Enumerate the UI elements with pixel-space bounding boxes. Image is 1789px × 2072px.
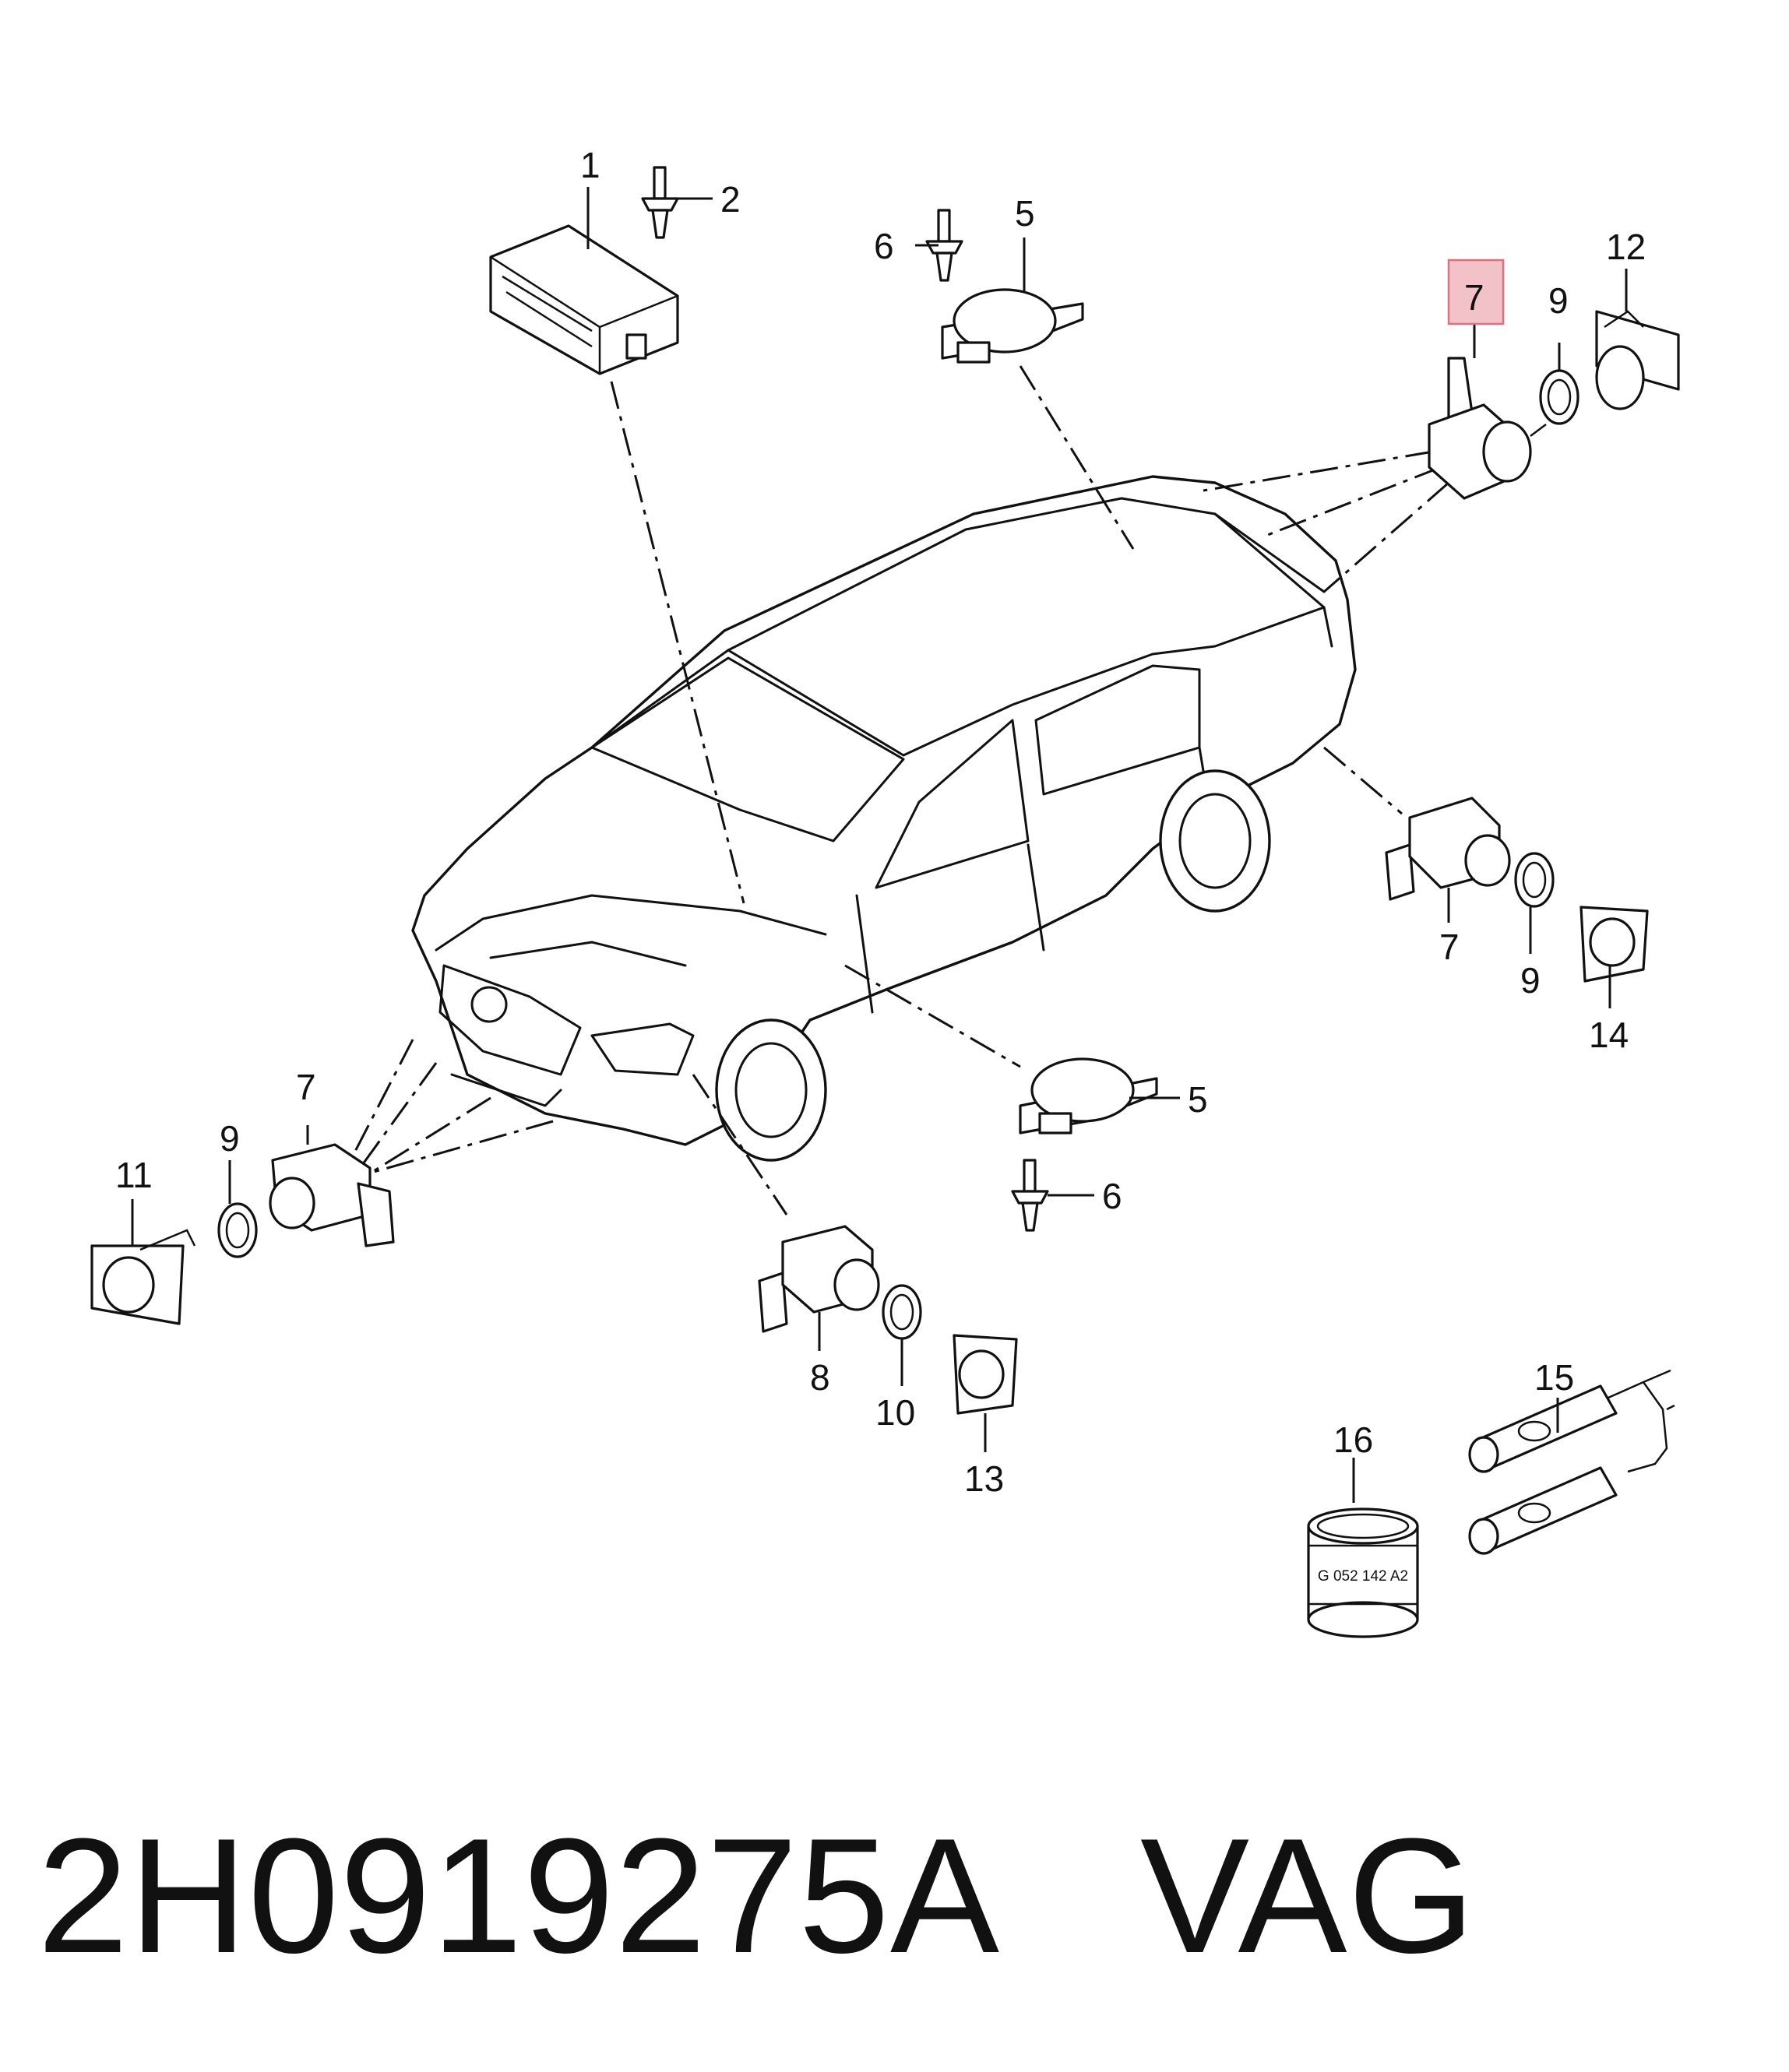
ring-part-10 (882, 1284, 922, 1340)
grease-label: G 052 142 A2 (1318, 1568, 1408, 1585)
clip-part-6-top (925, 209, 963, 282)
callout-6-bottom: 6 (1102, 1176, 1122, 1216)
callout-7-left: 7 (296, 1067, 316, 1107)
ring-part-9-top (1539, 369, 1579, 425)
callout-15: 15 (1534, 1357, 1574, 1398)
callout-5-bottom: 5 (1188, 1079, 1208, 1120)
callout-6-top: 6 (874, 226, 894, 266)
callout-1: 1 (580, 145, 600, 185)
brand-name: VAG (1140, 1804, 1476, 1987)
parking-sensor-left (269, 1143, 395, 1247)
callout-leaders (131, 187, 1628, 1503)
buzzer-part-bottom (1019, 1057, 1158, 1134)
callout-7-right: 7 (1439, 927, 1460, 967)
clip-part-2 (641, 166, 679, 239)
repair-wire-part-15 (1468, 1369, 1675, 1555)
control-unit-part (489, 224, 679, 375)
callout-9-left: 9 (220, 1118, 240, 1159)
callout-8: 8 (810, 1357, 830, 1398)
callout-13: 13 (964, 1458, 1004, 1499)
ring-part-9-left (217, 1202, 258, 1258)
part-number: 2H0919275A (37, 1804, 1001, 1987)
callout-5-top: 5 (1015, 193, 1035, 234)
bracket-part-14 (1579, 906, 1649, 983)
callout-14: 14 (1589, 1015, 1629, 1055)
callout-2: 2 (720, 179, 741, 220)
callout-7-highlight: 7 (1464, 277, 1484, 318)
grease-tin-part-16: G 052 142 A2 (1307, 1507, 1419, 1638)
callout-numbers: 1 2 6 5 7 9 12 7 9 14 7 9 11 5 6 8 10 13… (115, 145, 1646, 1499)
parking-sensor-top (1428, 357, 1547, 500)
callout-10: 10 (875, 1392, 915, 1433)
clip-part-6-bottom (1011, 1159, 1049, 1232)
callout-12: 12 (1606, 227, 1646, 267)
ring-part-9-right (1514, 852, 1555, 908)
parking-sensor-right (1385, 797, 1511, 901)
callout-9-right: 9 (1520, 960, 1541, 1001)
highlighted-callout-box (1447, 259, 1505, 325)
leader-lines (345, 365, 1449, 1215)
callout-16: 16 (1333, 1419, 1373, 1460)
bracket-part-11 (90, 1229, 196, 1325)
bracket-part-12 (1595, 310, 1680, 410)
callout-9-top: 9 (1548, 280, 1569, 321)
car-illustration (411, 475, 1357, 1162)
bracket-part-13 (953, 1334, 1018, 1415)
buzzer-part-top (941, 288, 1084, 364)
callout-11: 11 (115, 1155, 153, 1195)
parking-sensor-bottom (758, 1225, 880, 1333)
